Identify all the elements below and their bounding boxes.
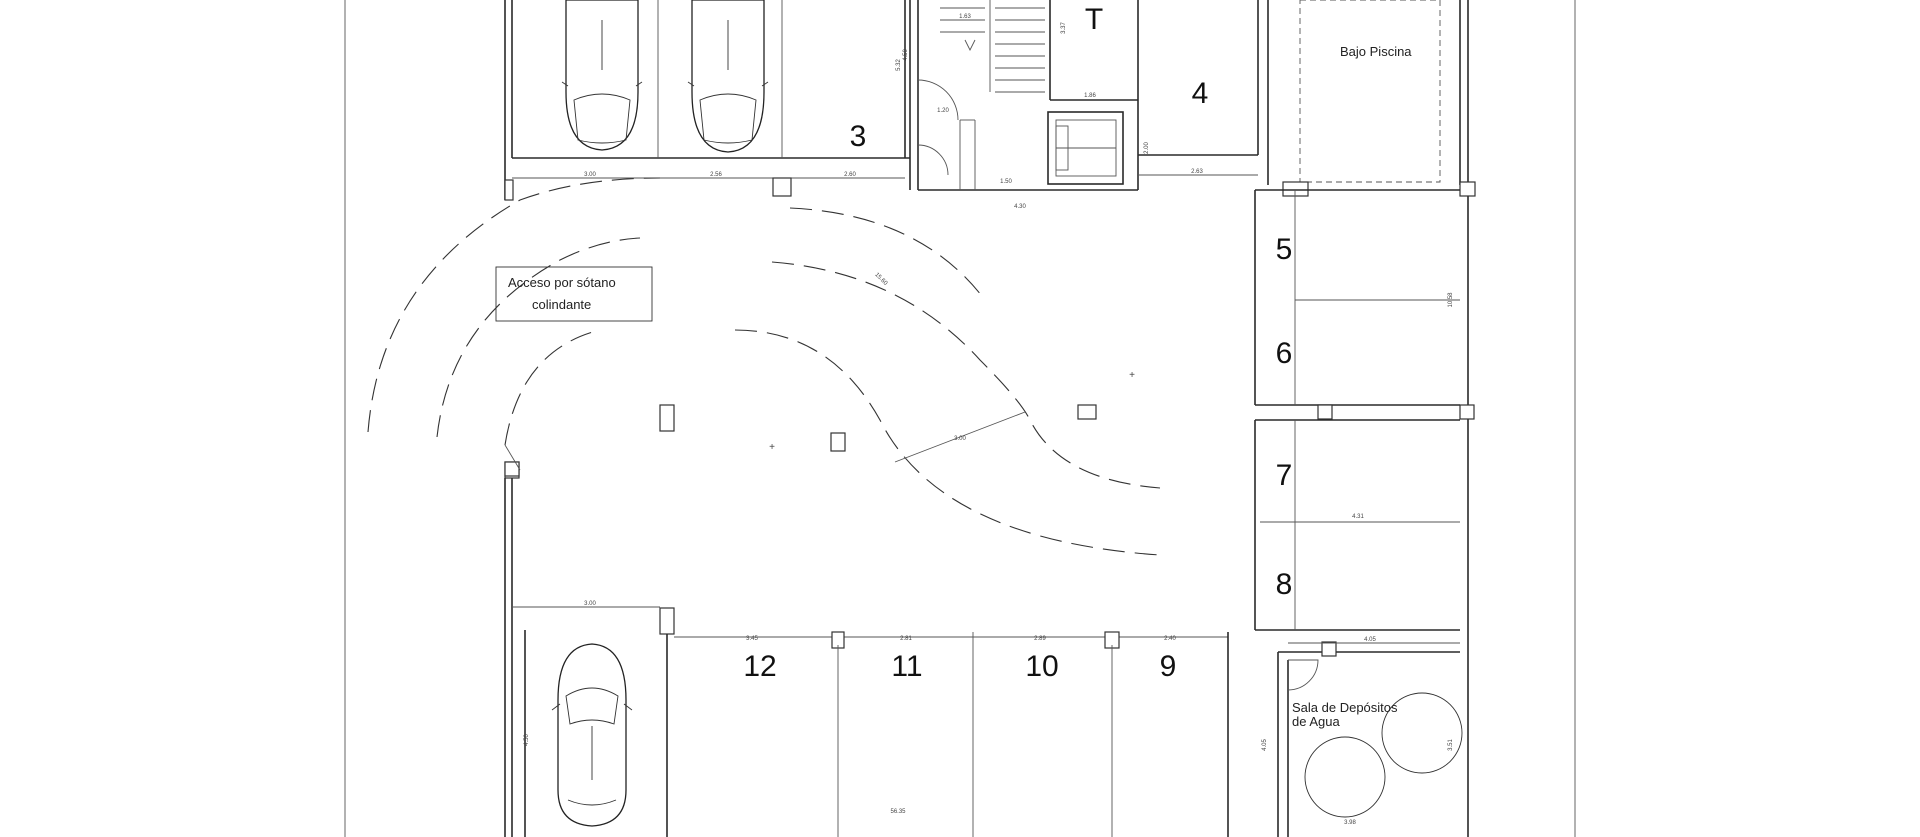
- space-number-3: 3: [850, 120, 867, 153]
- dim-tank-diameter: 3.51: [1448, 739, 1454, 751]
- dim-tank-depth: 4.05: [1262, 739, 1268, 751]
- space-number-8: 8: [1276, 568, 1293, 601]
- dim-right-width: 4.31: [1352, 514, 1364, 520]
- space-number-11: 11: [891, 650, 922, 683]
- dim-corridor: 1.50: [1000, 179, 1012, 185]
- dim-space-12: 3.45: [746, 636, 758, 642]
- car-icon: [551, 643, 633, 827]
- dim-space-4-depth: 2.00: [1144, 142, 1150, 154]
- space-number-4: 4: [1192, 77, 1209, 110]
- dim-stair-depth: 3.37: [1061, 22, 1067, 34]
- tank-room-label-1: Sala de Depósitos: [1292, 700, 1398, 715]
- dim-total-length: 56.35: [890, 809, 906, 815]
- cross-marker: +: [769, 442, 775, 453]
- dim-stair-width: 1.63: [959, 14, 971, 20]
- space-number-10: 10: [1025, 650, 1058, 683]
- dim-door: 1.20: [937, 108, 949, 114]
- stair-label: T: [1085, 3, 1103, 36]
- pillar: [1077, 404, 1097, 420]
- space-number-5: 5: [1276, 233, 1293, 266]
- ramp-turning-paths: 15.60 3.00: [367, 177, 1161, 556]
- pillar: [830, 432, 846, 452]
- parking-space-4: 2.63 2.00 4: [1138, 0, 1259, 176]
- space-number-12: 12: [743, 650, 776, 683]
- dim-ramp-radius: 15.60: [873, 272, 888, 287]
- water-tank-icon: [1381, 692, 1463, 774]
- access-label-line2: colindante: [532, 297, 591, 312]
- pool-label: Bajo Piscina: [1340, 44, 1412, 59]
- dim-wall-height-2: 4.50: [903, 49, 909, 61]
- dim-space-10: 2.89: [1034, 636, 1046, 642]
- pillar: [659, 404, 675, 432]
- dim-wall-height: 5.32: [896, 59, 902, 71]
- space-number-7: 7: [1276, 459, 1293, 492]
- dim-space-13-depth: 4.50: [524, 734, 530, 746]
- dim-space-3: 2.60: [844, 172, 856, 178]
- space-number-9: 9: [1160, 650, 1177, 683]
- dim-right-depth: 10.58: [1448, 292, 1454, 308]
- car-icon: [561, 0, 643, 151]
- car-icon: [687, 0, 769, 153]
- dim-lift: 1.86: [1084, 93, 1096, 99]
- space-number-6: 6: [1276, 337, 1293, 370]
- dim-space-2: 2.56: [710, 172, 722, 178]
- access-label-line1: Acceso por sótano: [508, 275, 616, 290]
- dim-space-9: 2.40: [1164, 636, 1176, 642]
- stair-core: 1.63 1.20 1.50 4.30 5.32 4.50 1.86 3.37 …: [896, 0, 1139, 210]
- right-parking-column: 4.31 10.58 5 6 7 8: [1254, 181, 1476, 631]
- dim-core-width: 4.30: [1014, 204, 1026, 210]
- dim-space-11: 2.81: [900, 636, 912, 642]
- water-tank-room: 4.05 Sala de Depósitos de Agua 3.98 4.05…: [1262, 637, 1463, 837]
- access-label-box: Acceso por sótano colindante: [495, 266, 653, 322]
- tank-room-label-2: de Agua: [1292, 714, 1340, 729]
- dim-space-4: 2.63: [1191, 169, 1203, 175]
- cross-marker: +: [1129, 370, 1135, 381]
- dim-tank-width: 3.98: [1344, 820, 1356, 826]
- dim-space-13: 3.00: [584, 601, 596, 607]
- water-tank-icon: [1304, 736, 1386, 818]
- dim-space-1: 3.00: [584, 172, 596, 178]
- dim-tank-room: 4.05: [1364, 637, 1376, 643]
- dim-ramp-width: 3.00: [954, 436, 966, 442]
